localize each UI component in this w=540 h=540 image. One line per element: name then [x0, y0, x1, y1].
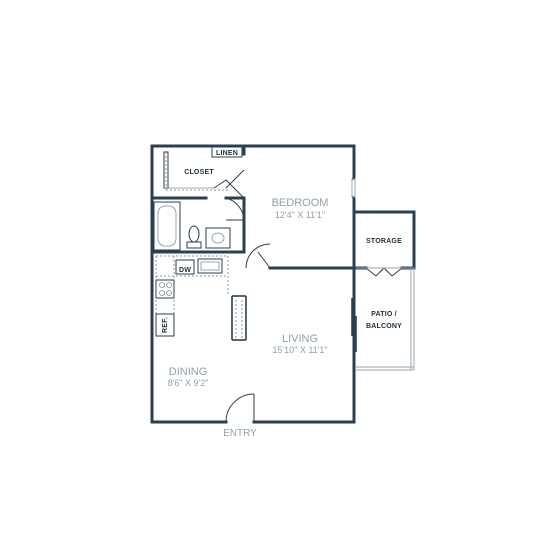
closet-label: CLOSET	[184, 169, 214, 176]
bedroom-dimensions: 12'4" X 11'1"	[275, 210, 325, 220]
kitchen	[155, 255, 243, 338]
dining-dimensions: 8'6" X 9'2"	[168, 378, 209, 388]
storage-label: STORAGE	[366, 238, 402, 245]
refrigerator-label: REF.	[162, 317, 169, 333]
exterior-walls	[150, 144, 356, 424]
bedroom-label: BEDROOM	[272, 197, 329, 209]
bedroom-window	[351, 178, 356, 198]
linen-closet	[211, 146, 243, 158]
linen-label: LINEN	[216, 150, 238, 157]
living-label: LIVING	[282, 333, 318, 345]
entry-label: ENTRY	[223, 428, 257, 439]
patio	[351, 267, 415, 371]
dining-label: DINING	[169, 366, 208, 378]
patio-label-line2: BALCONY	[366, 323, 402, 330]
bathroom	[153, 197, 245, 251]
patio-label-line1: PATIO /	[371, 311, 397, 318]
living-dimensions: 15'10" X 11'1"	[272, 345, 327, 355]
entry-door	[225, 393, 255, 423]
interior-walls	[150, 144, 356, 341]
dishwasher-label: DW	[179, 267, 191, 274]
bedroom-door	[245, 243, 271, 269]
closet	[163, 151, 245, 199]
